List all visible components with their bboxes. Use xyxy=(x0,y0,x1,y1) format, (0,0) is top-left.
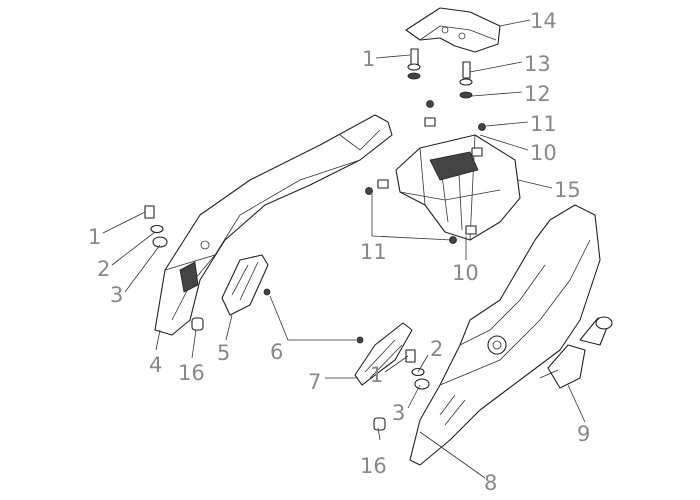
part-top-cover xyxy=(405,7,501,53)
callout-14: 14 xyxy=(530,9,557,33)
part-5 xyxy=(221,254,269,316)
part-6-screws xyxy=(263,288,364,344)
part-9-bracket xyxy=(539,316,613,389)
callout-3: 3 xyxy=(110,283,123,307)
callout-10: 10 xyxy=(530,141,557,165)
callout-1: 1 xyxy=(362,47,375,71)
callout-1: 1 xyxy=(88,225,101,249)
callout-9: 9 xyxy=(577,422,590,446)
part-left-rail xyxy=(154,114,393,336)
callout-11: 11 xyxy=(360,240,387,264)
callout-12: 12 xyxy=(524,82,551,106)
callout-6: 6 xyxy=(270,340,283,364)
callout-13: 13 xyxy=(524,52,551,76)
callout-1: 1 xyxy=(370,363,383,387)
callout-5: 5 xyxy=(217,341,230,365)
callout-16: 16 xyxy=(360,454,387,478)
callout-3: 3 xyxy=(392,401,405,425)
callout-2: 2 xyxy=(430,337,443,361)
callout-16: 16 xyxy=(178,361,205,385)
callout-10: 10 xyxy=(452,261,479,285)
part-top-fasteners xyxy=(407,48,473,99)
callout-11: 11 xyxy=(530,112,557,136)
callout-15: 15 xyxy=(554,178,581,202)
callout-2: 2 xyxy=(97,257,110,281)
part-rear-housing xyxy=(365,100,521,244)
part-16-left xyxy=(191,317,204,331)
part-left-hardware xyxy=(144,205,168,248)
callout-8: 8 xyxy=(484,471,497,495)
callout-4: 4 xyxy=(149,353,162,377)
callout-labels: 1 2 3 4 16 5 6 7 1 2 3 16 8 9 14 1 13 12… xyxy=(88,9,590,495)
part-7 xyxy=(354,322,413,386)
callout-7: 7 xyxy=(308,370,321,394)
part-right-panel xyxy=(409,204,601,466)
leader-lines xyxy=(102,19,586,479)
